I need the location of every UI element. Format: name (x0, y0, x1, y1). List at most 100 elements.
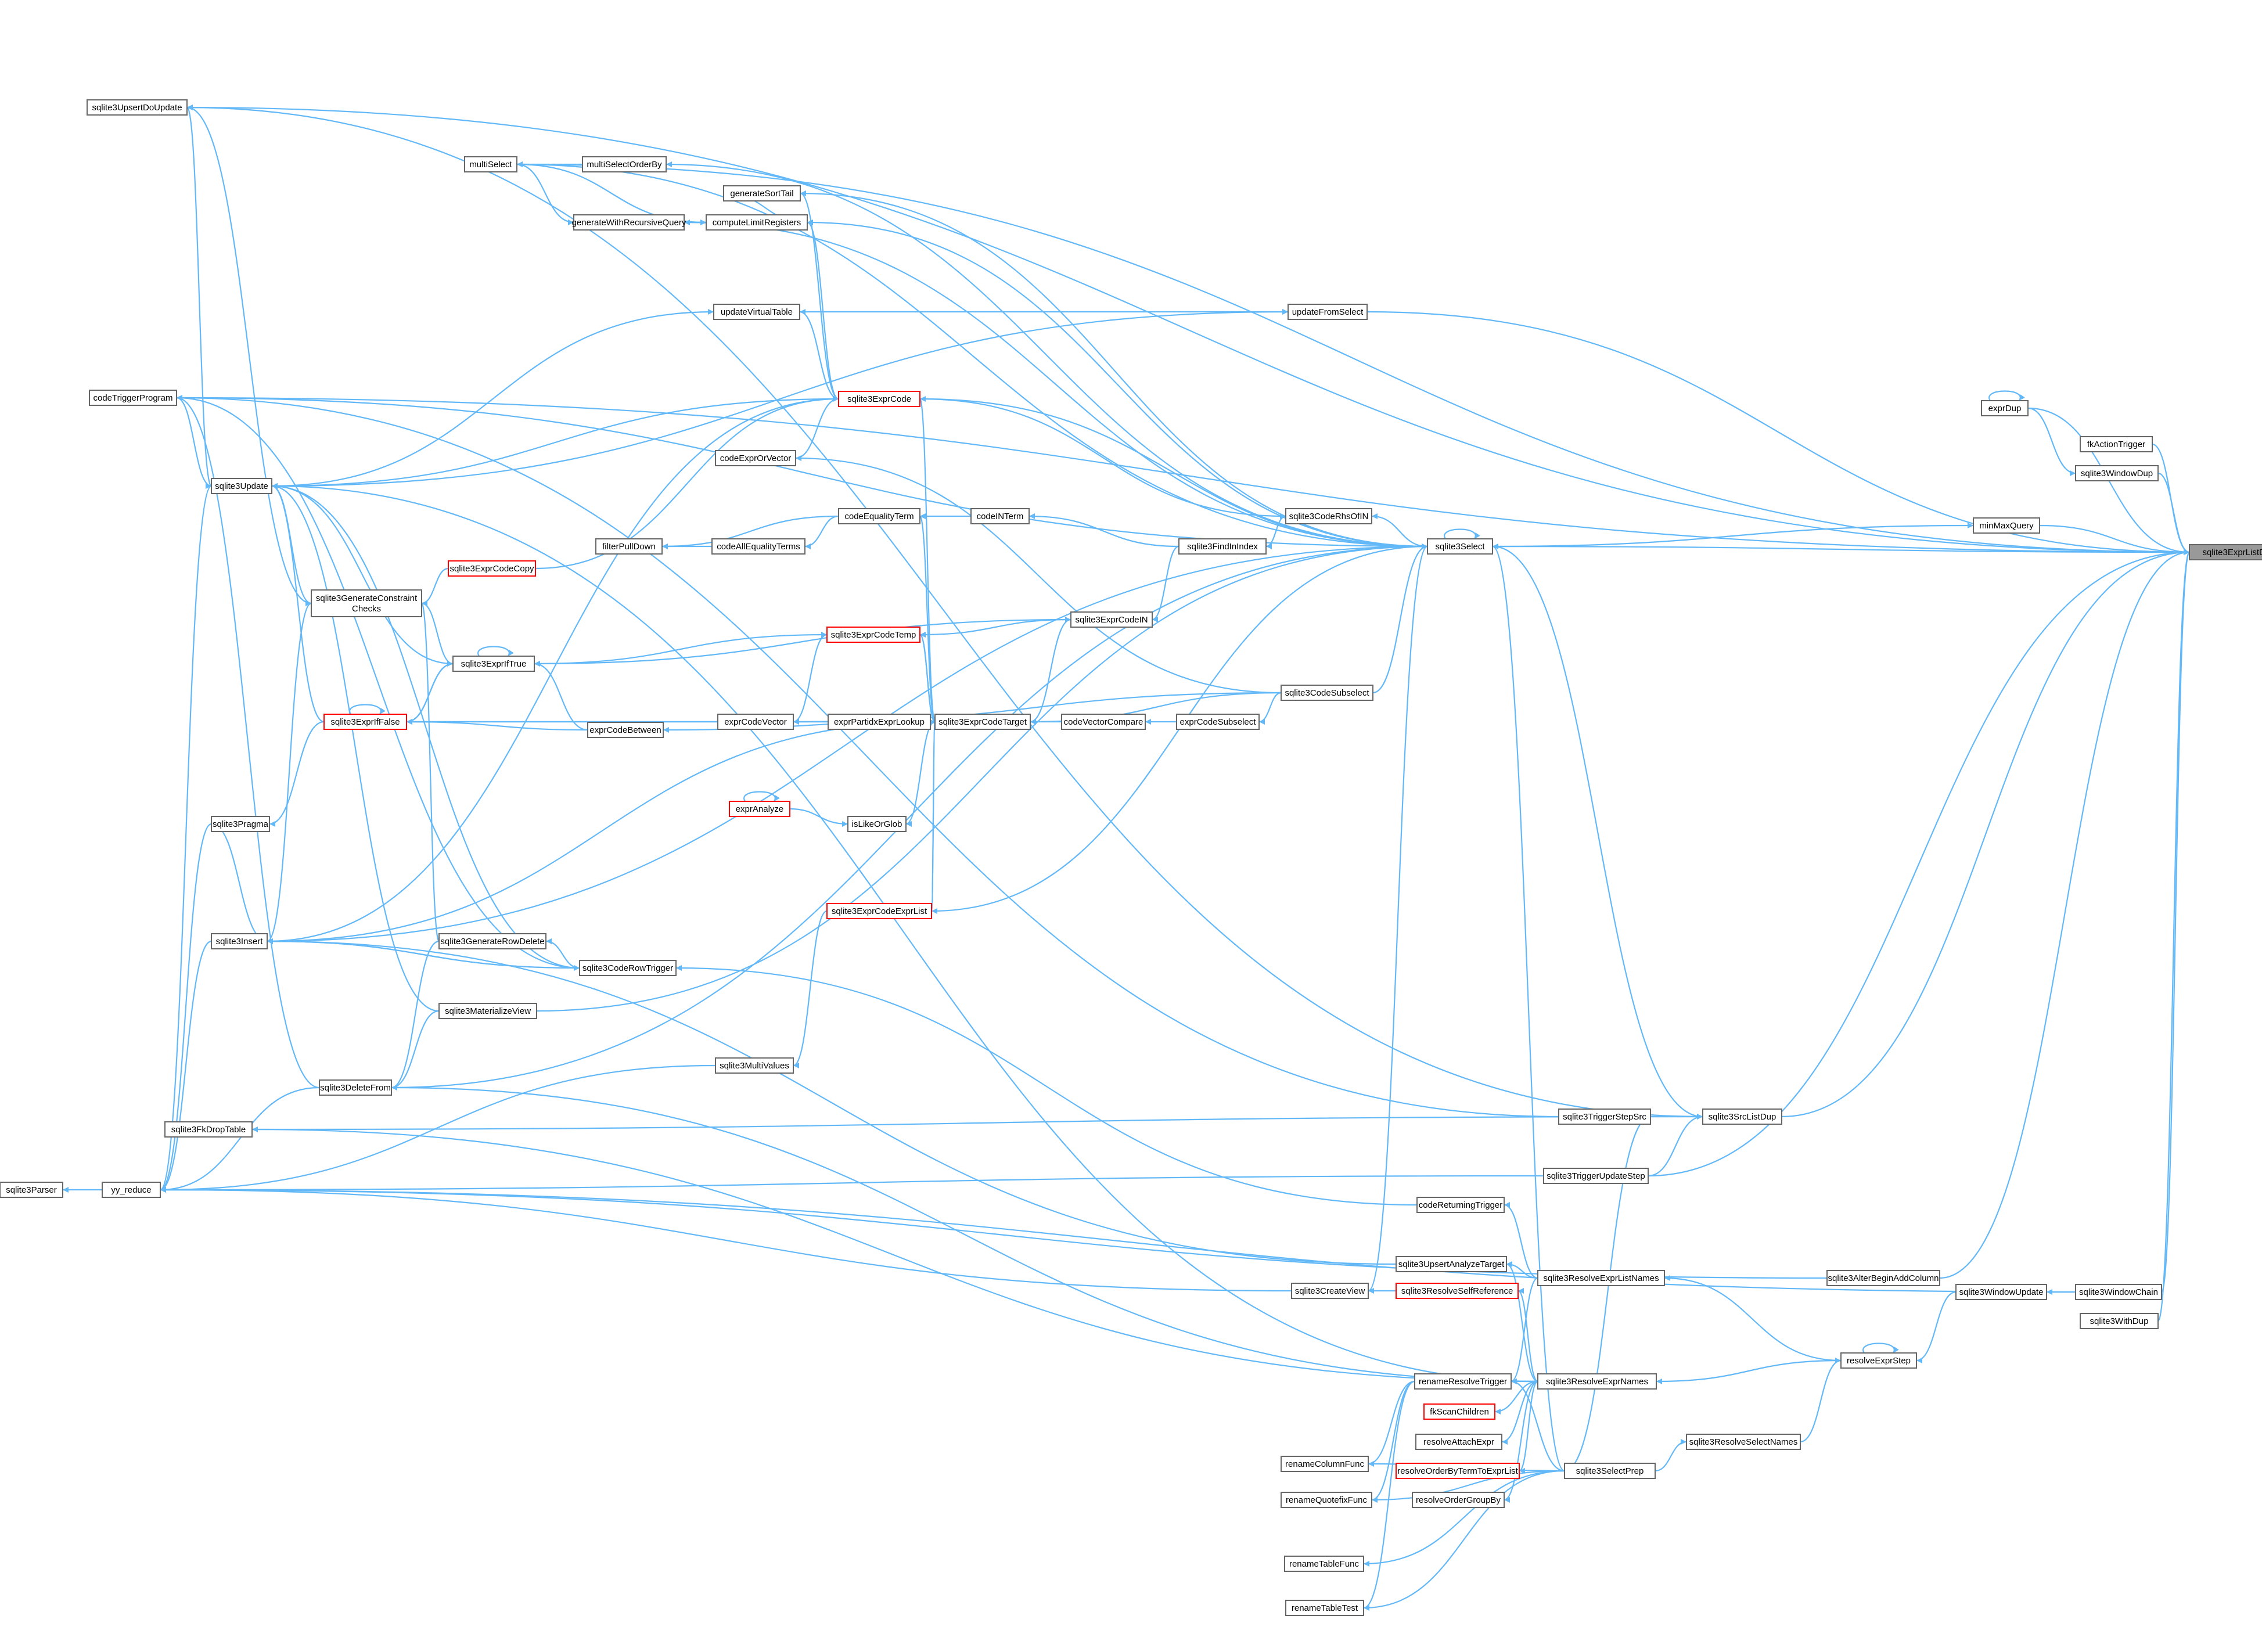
node-box[interactable] (102, 1182, 161, 1198)
node-box[interactable] (595, 538, 663, 555)
node-sqlite3CodeSubselect[interactable]: sqlite3CodeSubselect (1281, 685, 1373, 701)
node-box[interactable] (1396, 1256, 1507, 1272)
node-sqlite3ResolveExprNames[interactable]: sqlite3ResolveExprNames (1537, 1373, 1657, 1390)
node-box[interactable] (715, 450, 796, 466)
node-box[interactable] (1840, 1352, 1917, 1369)
node-codeVectorCompare[interactable]: codeVectorCompare (1061, 714, 1146, 730)
node-sqlite3ExprCodeTarget[interactable]: sqlite3ExprCodeTarget (934, 714, 1031, 730)
node-renameColumnFunc[interactable]: renameColumnFunc (1281, 1456, 1369, 1472)
node-box[interactable] (715, 1057, 794, 1074)
node-box[interactable] (1285, 1600, 1364, 1616)
node-box[interactable] (1416, 1197, 1505, 1213)
node-sqlite3CreateView[interactable]: sqlite3CreateView (1291, 1283, 1369, 1299)
node-box[interactable] (1702, 1108, 1782, 1125)
node-box[interactable] (211, 933, 268, 949)
node-box[interactable] (838, 508, 920, 524)
node-box[interactable] (0, 1182, 63, 1198)
node-box[interactable] (1070, 611, 1153, 628)
node-box[interactable] (311, 589, 422, 617)
node-box[interactable] (2075, 1284, 2162, 1300)
node-sqlite3Pragma[interactable]: sqlite3Pragma (211, 816, 270, 832)
node-exprDup[interactable]: exprDup (1981, 400, 2029, 416)
node-box[interactable] (2189, 544, 2262, 560)
node-box[interactable] (1412, 1492, 1505, 1508)
node-yy_reduce[interactable]: yy_reduce (102, 1182, 161, 1198)
node-isLikeOrGlob[interactable]: isLikeOrGlob (847, 816, 907, 832)
node-sqlite3ExprCodeIN[interactable]: sqlite3ExprCodeIN (1070, 611, 1153, 628)
node-box[interactable] (1396, 1283, 1519, 1299)
node-minMaxQuery[interactable]: minMaxQuery (1973, 517, 2040, 534)
node-sqlite3ExprCodeExprList[interactable]: sqlite3ExprCodeExprList (826, 903, 932, 919)
node-sqlite3ResolveSelfReference[interactable]: sqlite3ResolveSelfReference (1396, 1283, 1519, 1299)
node-sqlite3MultiValues[interactable]: sqlite3MultiValues (715, 1057, 794, 1074)
node-box[interactable] (1558, 1108, 1651, 1125)
node-sqlite3DeleteFrom[interactable]: sqlite3DeleteFrom (319, 1079, 392, 1096)
node-box[interactable] (1414, 1373, 1512, 1390)
node-box[interactable] (838, 391, 920, 407)
node-box[interactable] (847, 816, 907, 832)
node-box[interactable] (826, 903, 932, 919)
node-exprCodeVector[interactable]: exprCodeVector (717, 714, 794, 730)
node-exprCodeSubselect[interactable]: exprCodeSubselect (1176, 714, 1260, 730)
node-box[interactable] (1973, 517, 2040, 534)
node-fkScanChildren[interactable]: fkScanChildren (1423, 1403, 1495, 1420)
node-sqlite3ExprListDup[interactable]: sqlite3ExprListDup (2189, 544, 2262, 560)
node-renameTableFunc[interactable]: renameTableFunc (1284, 1556, 1364, 1572)
node-multiSelect[interactable]: multiSelect (464, 156, 517, 172)
node-updateVirtualTable[interactable]: updateVirtualTable (713, 304, 800, 320)
node-box[interactable] (164, 1121, 253, 1138)
node-box[interactable] (1423, 1403, 1495, 1420)
node-updateFromSelect[interactable]: updateFromSelect (1288, 304, 1368, 320)
node-renameQuotefixFunc[interactable]: renameQuotefixFunc (1281, 1492, 1372, 1508)
node-box[interactable] (2080, 436, 2153, 452)
node-box[interactable] (706, 214, 808, 231)
node-box[interactable] (1061, 714, 1146, 730)
node-box[interactable] (1543, 1168, 1649, 1184)
node-sqlite3FindInIndex[interactable]: sqlite3FindInIndex (1178, 538, 1267, 555)
node-sqlite3SelectPrep[interactable]: sqlite3SelectPrep (1564, 1463, 1656, 1479)
node-box[interactable] (1981, 400, 2029, 416)
node-codeAllEqualityTerms[interactable]: codeAllEqualityTerms (711, 538, 805, 555)
node-box[interactable] (438, 933, 546, 949)
node-sqlite3UpsertAnalyzeTarget[interactable]: sqlite3UpsertAnalyzeTarget (1396, 1256, 1507, 1272)
node-box[interactable] (1291, 1283, 1369, 1299)
node-sqlite3AlterBeginAddColumn[interactable]: sqlite3AlterBeginAddColumn (1826, 1270, 1940, 1286)
node-sqlite3Parser[interactable]: sqlite3Parser (0, 1182, 63, 1198)
node-box[interactable] (1686, 1434, 1801, 1450)
node-box[interactable] (828, 714, 931, 730)
node-filterPullDown[interactable]: filterPullDown (595, 538, 663, 555)
node-box[interactable] (970, 508, 1030, 524)
node-box[interactable] (211, 816, 270, 832)
node-box[interactable] (1285, 508, 1372, 524)
node-box[interactable] (826, 627, 920, 643)
node-box[interactable] (1537, 1270, 1665, 1286)
node-sqlite3TriggerStepSrc[interactable]: sqlite3TriggerStepSrc (1558, 1108, 1651, 1125)
node-sqlite3UpsertDoUpdate[interactable]: sqlite3UpsertDoUpdate (87, 99, 188, 116)
node-box[interactable] (1281, 1492, 1372, 1508)
node-box[interactable] (89, 390, 177, 406)
node-box[interactable] (934, 714, 1031, 730)
node-box[interactable] (713, 304, 800, 320)
node-sqlite3ExprCodeTemp[interactable]: sqlite3ExprCodeTemp (826, 627, 920, 643)
node-box[interactable] (438, 1003, 537, 1019)
node-renameResolveTrigger[interactable]: renameResolveTrigger (1414, 1373, 1512, 1390)
node-computeLimitRegisters[interactable]: computeLimitRegisters (706, 214, 808, 231)
node-box[interactable] (1415, 1434, 1502, 1450)
node-box[interactable] (711, 538, 805, 555)
node-renameTableTest[interactable]: renameTableTest (1285, 1600, 1364, 1616)
node-sqlite3WindowChain[interactable]: sqlite3WindowChain (2075, 1284, 2162, 1300)
node-sqlite3ResolveExprListNames[interactable]: sqlite3ResolveExprListNames (1537, 1270, 1665, 1286)
node-sqlite3WindowDup[interactable]: sqlite3WindowDup (2075, 465, 2159, 481)
node-resolveExprStep[interactable]: resolveExprStep (1840, 1352, 1917, 1369)
node-resolveAttachExpr[interactable]: resolveAttachExpr (1415, 1434, 1502, 1450)
node-box[interactable] (2080, 1313, 2159, 1329)
node-sqlite3TriggerUpdateStep[interactable]: sqlite3TriggerUpdateStep (1543, 1168, 1649, 1184)
node-box[interactable] (1176, 714, 1260, 730)
node-box[interactable] (579, 960, 677, 976)
node-sqlite3CodeRhsOfIN[interactable]: sqlite3CodeRhsOfIN (1285, 508, 1372, 524)
node-sqlite3ExprCode[interactable]: sqlite3ExprCode (838, 391, 920, 407)
node-sqlite3ExprIfTrue[interactable]: sqlite3ExprIfTrue (452, 656, 535, 672)
node-box[interactable] (319, 1079, 392, 1096)
node-sqlite3ResolveSelectNames[interactable]: sqlite3ResolveSelectNames (1686, 1434, 1801, 1450)
